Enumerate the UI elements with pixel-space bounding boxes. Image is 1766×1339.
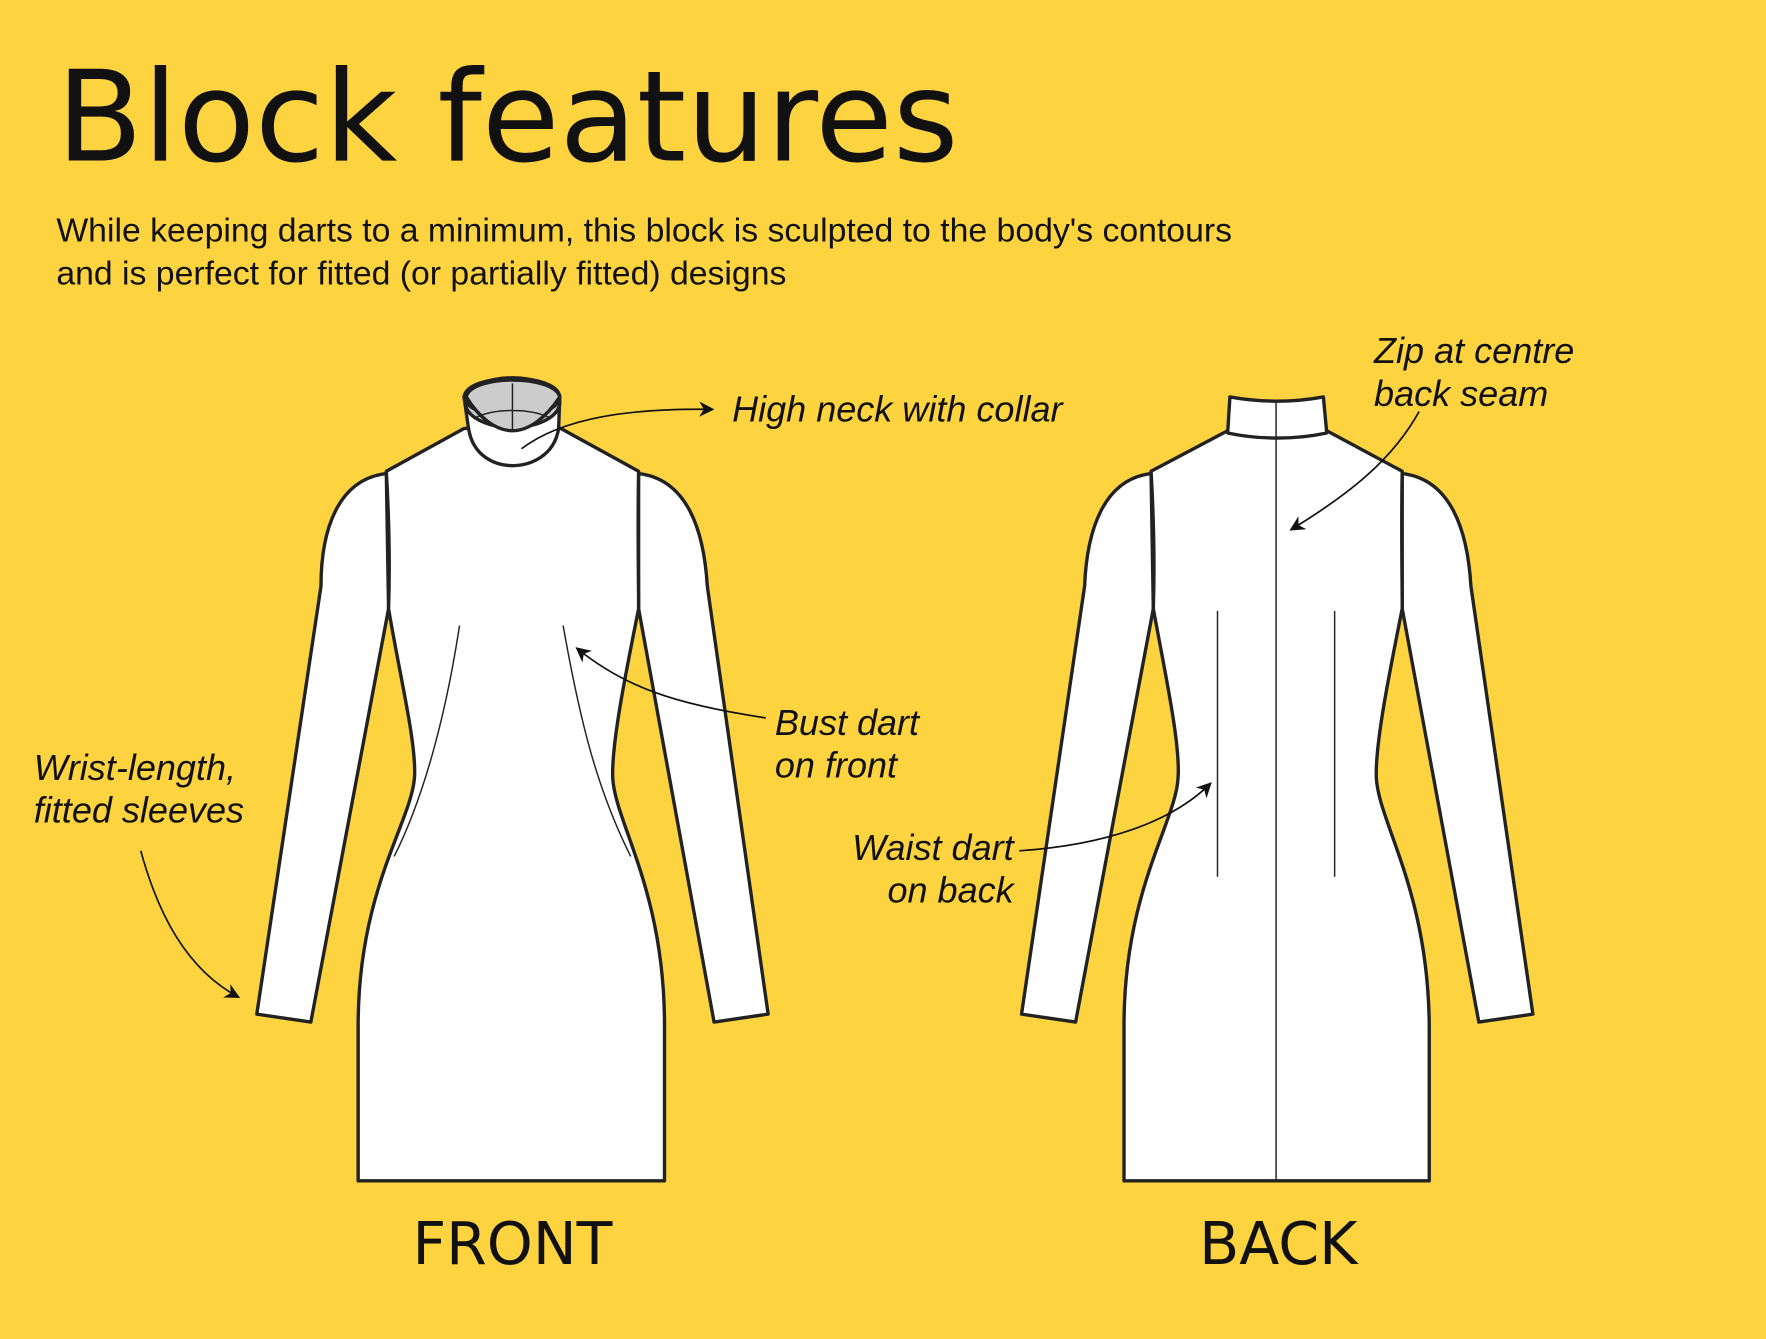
description-line-1: While keeping darts to a minimum, this b… xyxy=(56,212,1232,250)
front-right-sleeve xyxy=(636,471,770,1024)
description-line-2: and is perfect for fitted (or partially … xyxy=(56,254,786,292)
label-waist-dart-2: on back xyxy=(887,870,1015,911)
label-zip-2: back seam xyxy=(1374,373,1548,414)
label-sleeves-1: Wrist-length, xyxy=(34,747,236,788)
label-zip-1: Zip at centre xyxy=(1373,330,1574,371)
label-high-neck: High neck with collar xyxy=(732,389,1064,430)
sleeve-arrow xyxy=(139,850,241,998)
zip-arrow xyxy=(1289,411,1420,531)
back-dress xyxy=(1019,395,1535,1183)
neck-arrow xyxy=(520,401,715,450)
back-view-label: BACK xyxy=(1199,1210,1359,1278)
back-collar xyxy=(1225,395,1329,440)
front-left-sleeve xyxy=(255,471,391,1024)
label-waist-dart-1: Waist dart xyxy=(852,827,1016,868)
page-title: Block features xyxy=(56,43,958,190)
label-bust-dart-1: Bust dart xyxy=(775,702,921,743)
back-left-sleeve xyxy=(1019,471,1155,1024)
label-bust-dart-2: on front xyxy=(775,745,899,786)
bust-dart-left xyxy=(393,625,461,857)
bust-dart-right xyxy=(562,625,632,857)
front-view-label: FRONT xyxy=(412,1210,612,1278)
front-bodice xyxy=(356,426,667,1183)
waist-arrow xyxy=(1019,782,1212,852)
label-sleeves-2: fitted sleeves xyxy=(34,790,244,831)
front-dress xyxy=(255,376,770,1183)
bust-arrow xyxy=(575,647,766,719)
back-right-sleeve xyxy=(1400,471,1535,1024)
